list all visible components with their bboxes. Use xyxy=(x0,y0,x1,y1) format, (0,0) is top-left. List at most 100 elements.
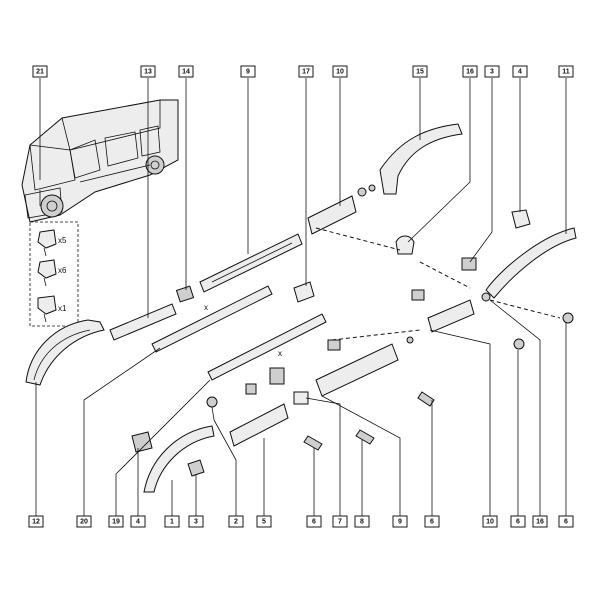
svg-text:21: 21 xyxy=(36,69,44,76)
svg-text:6: 6 xyxy=(564,519,568,526)
clip-icon xyxy=(411,289,425,301)
callout-4: 4 xyxy=(130,515,146,528)
callout-21: 21 xyxy=(32,65,48,78)
screw-icon xyxy=(303,435,323,451)
clip-quantity: x5 xyxy=(58,236,67,245)
svg-text:10: 10 xyxy=(486,519,494,526)
callout-2: 2 xyxy=(228,515,244,528)
svg-text:9: 9 xyxy=(398,519,402,526)
arch-trim-1 xyxy=(143,425,215,493)
svg-text:5: 5 xyxy=(262,519,266,526)
clip-kit-box: x5 x6 x1 xyxy=(29,221,79,327)
push-clip-4 xyxy=(511,209,531,229)
sill-strip-20 xyxy=(151,285,273,353)
washer-icon xyxy=(368,184,376,192)
screw-icon xyxy=(513,338,525,350)
svg-text:6: 6 xyxy=(312,519,316,526)
screw-icon xyxy=(562,312,574,324)
svg-text:3: 3 xyxy=(194,519,198,526)
top-callouts: 21 13 14 9 17 10 15 16 3 4 11 xyxy=(32,65,574,78)
svg-text:17: 17 xyxy=(302,69,310,76)
callout-13: 13 xyxy=(140,65,156,78)
svg-text:15: 15 xyxy=(416,69,424,76)
svg-text:20: 20 xyxy=(80,519,88,526)
bracket-17 xyxy=(293,281,315,303)
callout-6: 6 xyxy=(558,515,574,528)
callout-15: 15 xyxy=(412,65,428,78)
callout-9: 9 xyxy=(240,65,256,78)
svg-text:1: 1 xyxy=(170,519,174,526)
callout-10: 10 xyxy=(482,515,498,528)
bottom-callouts: 12 20 19 4 1 3 2 5 6 7 8 9 6 10 6 16 6 xyxy=(28,515,574,528)
svg-text:13: 13 xyxy=(144,69,152,76)
svg-text:6: 6 xyxy=(516,519,520,526)
svg-text:2: 2 xyxy=(234,519,238,526)
svg-text:6: 6 xyxy=(430,519,434,526)
marker: x xyxy=(278,349,282,358)
callout-12: 12 xyxy=(28,515,44,528)
callout-16: 16 xyxy=(532,515,548,528)
callout-1: 1 xyxy=(164,515,180,528)
clip-icon xyxy=(245,383,257,395)
clip-quantity: x6 xyxy=(58,266,67,275)
svg-text:19: 19 xyxy=(112,519,120,526)
washer-icon xyxy=(406,336,414,344)
plate-9-lower xyxy=(315,343,399,397)
moulding-13 xyxy=(109,303,177,341)
svg-text:14: 14 xyxy=(182,69,190,76)
callout-5: 5 xyxy=(256,515,272,528)
svg-text:12: 12 xyxy=(32,519,40,526)
plate-5 xyxy=(229,403,289,447)
nut-icon xyxy=(481,292,491,302)
callout-4: 4 xyxy=(512,65,528,78)
block-7 xyxy=(293,391,309,405)
leader-lines xyxy=(35,78,567,518)
svg-text:9: 9 xyxy=(246,69,250,76)
svg-text:16: 16 xyxy=(466,69,474,76)
marker: x xyxy=(204,303,208,312)
trim-11 xyxy=(485,227,577,299)
nut-icon xyxy=(357,187,367,197)
svg-text:8: 8 xyxy=(360,519,364,526)
svg-text:7: 7 xyxy=(338,519,342,526)
svg-text:4: 4 xyxy=(136,519,140,526)
callout-20: 20 xyxy=(76,515,92,528)
clip-icon xyxy=(37,295,57,323)
svg-text:4: 4 xyxy=(518,69,522,76)
callout-9: 9 xyxy=(392,515,408,528)
callout-6: 6 xyxy=(510,515,526,528)
screw-icon xyxy=(355,429,375,445)
callout-10: 10 xyxy=(332,65,348,78)
screw-icon xyxy=(417,391,435,407)
svg-text:10: 10 xyxy=(336,69,344,76)
clip-14 xyxy=(175,285,195,303)
callout-7: 7 xyxy=(332,515,348,528)
clip-icon xyxy=(269,367,285,385)
sill-strip-19 xyxy=(207,313,327,381)
callout-17: 17 xyxy=(298,65,314,78)
callout-14: 14 xyxy=(178,65,194,78)
wheel-arch-trim-15 xyxy=(379,123,463,195)
clip-icon xyxy=(37,229,57,257)
callout-8: 8 xyxy=(354,515,370,528)
svg-text:16: 16 xyxy=(536,519,544,526)
clip-icon xyxy=(187,459,205,477)
clip-icon xyxy=(37,259,57,287)
bracket-plate-10 xyxy=(307,195,357,235)
push-clip-icon xyxy=(131,431,153,453)
wheel-arch-trim-rear xyxy=(25,319,105,386)
van-illustration xyxy=(21,99,179,223)
clip-quantity: x1 xyxy=(58,304,67,313)
callout-3: 3 xyxy=(188,515,204,528)
callout-16: 16 xyxy=(462,65,478,78)
clip-3 xyxy=(461,257,477,271)
bracket-10 xyxy=(427,299,475,333)
svg-text:3: 3 xyxy=(490,69,494,76)
callout-6: 6 xyxy=(306,515,322,528)
clip-icon xyxy=(327,339,341,351)
screw-icon xyxy=(206,396,218,408)
callout-3: 3 xyxy=(484,65,500,78)
callout-11: 11 xyxy=(558,65,574,78)
